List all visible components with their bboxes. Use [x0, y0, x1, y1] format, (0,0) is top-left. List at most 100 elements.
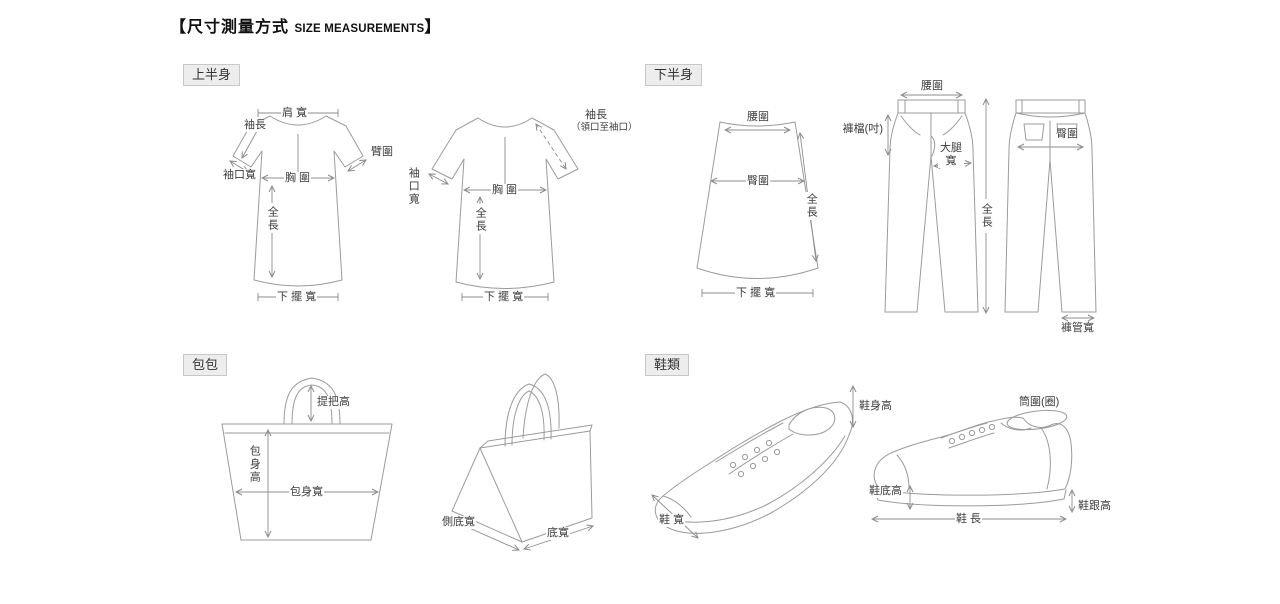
rise-and-inseams [1037, 120, 1063, 313]
toe-cap [896, 454, 910, 489]
tshirt-a-outline [232, 115, 364, 287]
bag-front-face [479, 430, 593, 543]
skirt-waist [719, 121, 796, 127]
shoulder-end-ticks [257, 109, 339, 117]
section-shoes: 鞋類 [645, 354, 690, 376]
label-full-length: 全長 [473, 206, 487, 234]
eyelet [737, 470, 745, 478]
eyelet [729, 461, 737, 469]
measure-cuff-width [429, 174, 448, 184]
waistband [1015, 99, 1086, 114]
tote-bag-angle-drawing [451, 373, 593, 543]
label-chest: 胸 圍 [284, 172, 312, 186]
page-title: 【尺寸測量方式 SIZE MEASUREMENTS】 [170, 13, 441, 37]
eyelet [765, 439, 773, 447]
label-bag-body-width: 包身寬 [289, 486, 324, 500]
lace-panel [940, 422, 995, 449]
tshirt-a-drawing [232, 115, 364, 287]
label-bottom-width: 底寬 [546, 527, 570, 541]
label-bag-body-height: 包身高 [247, 444, 261, 485]
left-outseam [884, 112, 899, 313]
eyelet [773, 448, 781, 456]
skirt-hem [696, 267, 819, 279]
label-sleeve-length: 袖長 [243, 119, 267, 133]
label-sleeve-length-note: （領口至袖口） [570, 122, 639, 134]
label-full-length: 全長 [804, 192, 818, 220]
label-heel-height: 鞋跟高 [1077, 500, 1112, 514]
handle-front-outer [504, 383, 552, 447]
tshirt-b-outline [431, 117, 579, 289]
section-upper-body: 上半身 [183, 64, 241, 86]
eyelet [749, 462, 757, 470]
belt-loops [1021, 99, 1080, 114]
garment-art [221, 99, 1097, 543]
title-zh: 尺寸測量方式 [187, 19, 290, 36]
inseams [916, 155, 946, 313]
hem-end-ticks [461, 293, 549, 301]
measure-sleeve-length [242, 130, 258, 158]
bag-body [221, 423, 393, 541]
label-hip: 臀圍 [746, 175, 770, 189]
label-side-bottom-width: 側底寬 [441, 516, 476, 530]
measure-arm-girth [348, 160, 366, 171]
title-en: SIZE MEASUREMENTS [294, 23, 425, 35]
label-shaft-girth: 筒圍(圈) [1018, 396, 1061, 410]
title-bracket-close: 】 [424, 19, 442, 36]
shaft-girth-annotation [1006, 409, 1068, 431]
label-waist: 腰圍 [920, 80, 944, 94]
label-waist: 腰圍 [746, 111, 770, 125]
ankle-opening [788, 406, 836, 436]
measure-lines [230, 95, 1094, 550]
sneaker-right-drawing [873, 409, 1073, 507]
waistband [897, 99, 966, 114]
label-hem-width: 下 擺 寬 [735, 287, 777, 301]
ankle-collar [1000, 422, 1032, 431]
label-hem-width: 下 擺 寬 [483, 291, 525, 305]
left-outseam [1004, 112, 1017, 313]
bag-rim-back [479, 424, 593, 449]
right-outseam [964, 112, 979, 313]
pants-front-drawing [884, 99, 979, 313]
front-pockets [900, 115, 963, 136]
handle-back [522, 373, 560, 439]
heel-counter [1040, 427, 1051, 490]
label-leg-opening-width: 褲管寬 [1060, 322, 1095, 336]
shoe-outline [873, 416, 1073, 496]
eyelet [741, 453, 749, 461]
label-arm-girth: 臂圍 [370, 146, 394, 160]
label-shoe-length: 鞋 長 [955, 513, 983, 527]
label-sole-height: 鞋底高 [868, 485, 903, 499]
hem-end-ticks [701, 289, 814, 297]
back-pocket-left [1023, 123, 1045, 141]
label-full-length: 全長 [979, 202, 993, 230]
eyelet [978, 426, 986, 434]
eyelet [988, 423, 996, 431]
label-shoulder-width: 肩 寬 [281, 107, 309, 121]
handle-front-inner [511, 390, 545, 446]
label-chest: 胸 圍 [491, 184, 519, 198]
skirt-left-side [696, 121, 721, 269]
skirt-drawing [696, 121, 819, 279]
label-shoe-width: 鞋 寬 [658, 514, 686, 528]
right-outseam [1084, 112, 1097, 313]
fly [930, 112, 936, 157]
label-handle-height: 提把高 [316, 396, 351, 410]
hem-end-ticks [257, 293, 339, 301]
eyelet [753, 446, 761, 454]
lace-panel [715, 422, 794, 475]
label-hip: 臀圍 [1055, 128, 1079, 142]
eyelet [968, 429, 976, 437]
measure-sleeve-length-diagonal [536, 124, 566, 169]
label-sleeve-length: 袖長 [584, 109, 608, 123]
label-cuff-width: 袖口寬 [222, 169, 257, 183]
label-crotch: 褲檔(吋) [838, 123, 884, 137]
title-bracket-open: 【 [170, 19, 188, 36]
label-full-length: 全長 [265, 205, 279, 233]
belt-loops [904, 99, 959, 114]
eyelet [761, 455, 769, 463]
section-lower-body: 下半身 [645, 64, 703, 86]
eyelet [948, 437, 956, 445]
tshirt-b-drawing [431, 117, 579, 289]
